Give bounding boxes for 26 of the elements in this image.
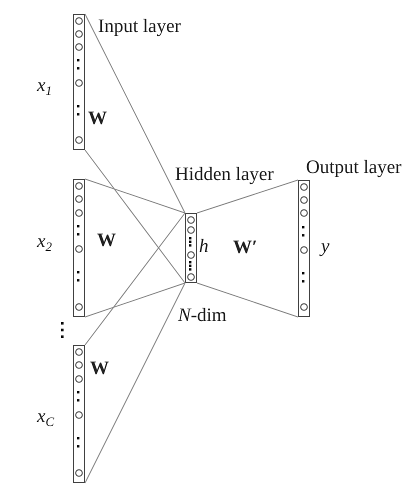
neuron-layer — [73, 14, 85, 150]
connection-line — [84, 150, 186, 284]
vector-label: y — [321, 237, 330, 256]
weight-label: W — [97, 231, 116, 250]
vector-label: x$_{1}$ — [37, 76, 52, 95]
connection-line — [84, 178, 186, 214]
vector-label: x$_{C}$ — [37, 407, 54, 426]
neuron-layer — [298, 180, 310, 317]
neuron-layer — [73, 345, 85, 483]
vector-label: x$_{2}$ — [37, 232, 52, 251]
weight-label: W′ — [233, 238, 258, 257]
connection-line — [84, 282, 186, 318]
connection-line — [84, 14, 186, 214]
connection-line — [84, 212, 186, 346]
connection-line — [196, 282, 298, 318]
vector-label: h — [199, 237, 208, 256]
connection-line — [84, 282, 186, 484]
weight-label: W — [88, 109, 107, 128]
neuron-layer — [185, 213, 197, 283]
weight-label: W — [90, 359, 109, 378]
dimension-label: N-dim — [178, 306, 227, 325]
neuron-layer — [73, 179, 85, 317]
layer-title: Hidden layer — [175, 165, 274, 184]
layer-title: Output layer — [306, 158, 402, 177]
layer-title: Input layer — [98, 17, 181, 36]
connection-line — [196, 180, 298, 214]
